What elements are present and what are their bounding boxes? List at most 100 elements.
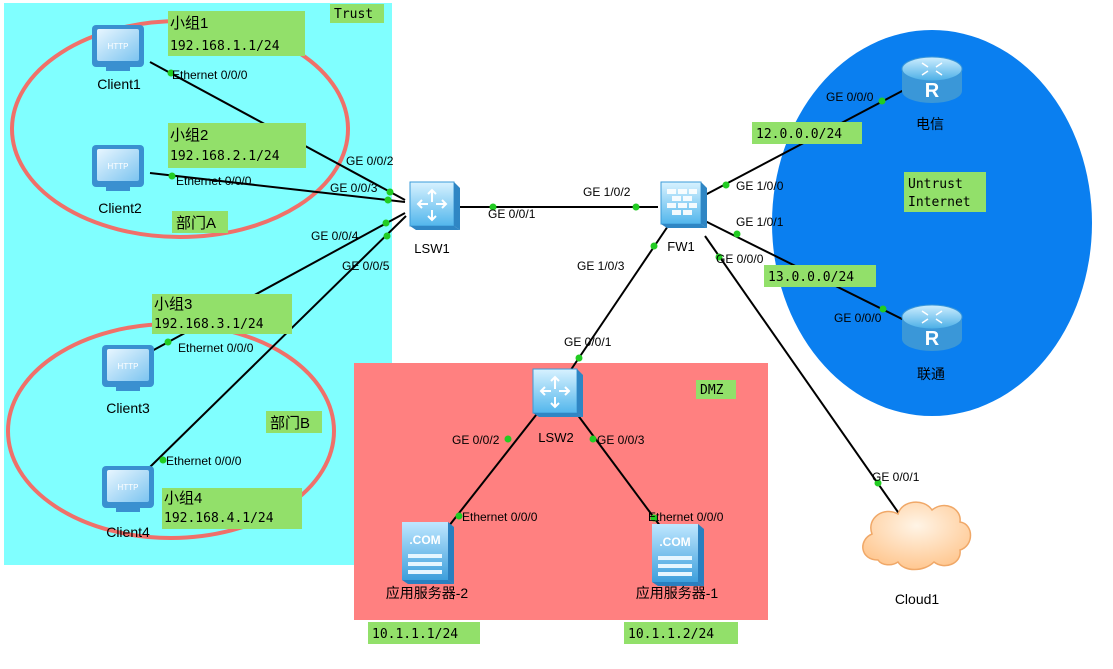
router-icon: R <box>901 56 963 103</box>
department-b-label: 部门B <box>266 411 322 433</box>
port-label: GE 1/0/2 <box>583 185 631 199</box>
port-dot <box>632 203 640 211</box>
port-label: Ethernet 0/0/0 <box>176 174 252 188</box>
device-label: LSW2 <box>538 430 573 445</box>
svg-text:小组3: 小组3 <box>154 296 192 313</box>
dmz-zone-label: DMZ <box>696 380 736 399</box>
link-client2-lsw1 <box>149 172 406 203</box>
port-dot <box>722 181 730 189</box>
fw1-node[interactable]: FW1 <box>660 181 707 254</box>
port-dot <box>575 354 583 362</box>
port-label: GE 0/0/2 <box>346 154 394 168</box>
server-icon: .COM <box>652 524 704 586</box>
svg-text:13.0.0.0/24: 13.0.0.0/24 <box>768 270 854 285</box>
svg-text:12.0.0.0/24: 12.0.0.0/24 <box>756 127 842 142</box>
port-label: GE 0/0/1 <box>564 335 612 349</box>
server2-network-label: 10.1.1.1/24 <box>368 622 480 644</box>
device-label: 电信 <box>916 116 944 132</box>
svg-text:10.1.1.1/24: 10.1.1.1/24 <box>372 627 458 642</box>
firewall-icon <box>660 181 707 228</box>
svg-text:Untrust: Untrust <box>908 177 963 192</box>
switch-icon <box>409 181 460 230</box>
lsw1-node[interactable]: LSW1 <box>409 181 460 256</box>
unicom-router-node[interactable]: R 联通 <box>901 304 963 382</box>
port-dot <box>715 253 723 261</box>
server1-network-label: 10.1.1.2/24 <box>624 622 738 644</box>
svg-text:小组1: 小组1 <box>170 15 208 32</box>
port-label: GE 0/0/3 <box>330 181 378 195</box>
svg-text:10.1.1.2/24: 10.1.1.2/24 <box>628 627 714 642</box>
server-icon: .COM <box>402 522 454 584</box>
port-dot <box>879 305 887 313</box>
group2-label: 小组2 192.168.2.1/24 <box>168 123 306 168</box>
client1-node[interactable]: HTTP Client1 <box>92 25 144 92</box>
port-dot <box>489 203 497 211</box>
port-dot <box>159 456 167 464</box>
client4-node[interactable]: HTTP Client4 <box>102 466 154 540</box>
group3-label: 小组3 192.168.3.1/24 <box>152 294 292 334</box>
port-label: GE 1/0/3 <box>577 259 625 273</box>
cloud1-node[interactable]: Cloud1 <box>862 501 972 607</box>
port-label: Ethernet 0/0/0 <box>166 454 242 468</box>
svg-text:DMZ: DMZ <box>700 383 724 398</box>
svg-text:.COM: .COM <box>409 533 440 547</box>
port-label: GE 0/0/3 <box>597 433 645 447</box>
svg-text:.COM: .COM <box>659 535 690 549</box>
port-label: GE 1/0/1 <box>736 215 784 229</box>
port-label: GE 0/0/2 <box>452 433 500 447</box>
svg-text:小组4: 小组4 <box>164 490 202 507</box>
client-pc-icon: HTTP <box>102 345 154 391</box>
svg-text:Trust: Trust <box>334 7 373 22</box>
port-dot <box>733 230 741 238</box>
server1-node[interactable]: .COM 应用服务器-1 <box>636 524 719 601</box>
svg-text:192.168.4.1/24: 192.168.4.1/24 <box>164 511 274 526</box>
device-label: Cloud1 <box>895 591 940 607</box>
svg-text:192.168.1.1/24: 192.168.1.1/24 <box>170 39 280 54</box>
port-dot <box>386 188 394 196</box>
client-pc-icon: HTTP <box>92 25 144 71</box>
device-label: Client2 <box>98 200 142 216</box>
port-dot <box>382 219 390 227</box>
port-label: GE 0/0/4 <box>311 229 359 243</box>
department-a-label: 部门A <box>172 211 228 233</box>
link-fw1-cloud <box>704 235 901 516</box>
svg-text:HTTP: HTTP <box>108 162 129 171</box>
client-pc-icon: HTTP <box>102 466 154 512</box>
device-label: Client1 <box>97 76 141 92</box>
port-dot <box>164 338 172 346</box>
cloud-icon <box>862 501 972 571</box>
port-dot <box>455 512 463 520</box>
device-label: FW1 <box>667 239 694 254</box>
server2-node[interactable]: .COM 应用服务器-2 <box>386 522 469 601</box>
telecom-router-node[interactable]: R 电信 <box>901 56 963 132</box>
device-label: 应用服务器-2 <box>386 585 469 601</box>
group1-label: 小组1 192.168.1.1/24 <box>168 11 305 56</box>
device-label: Client3 <box>106 400 150 416</box>
port-label: Ethernet 0/0/0 <box>462 510 538 524</box>
switch-icon <box>532 368 583 417</box>
port-dot <box>878 97 886 105</box>
client2-node[interactable]: HTTP Client2 <box>92 145 144 216</box>
lsw2-node[interactable]: LSW2 <box>532 368 583 445</box>
svg-text:部门B: 部门B <box>270 415 310 432</box>
client-pc-icon: HTTP <box>92 145 144 191</box>
svg-text:R: R <box>925 328 940 350</box>
port-dot <box>650 514 658 522</box>
telecom-network-label: 12.0.0.0/24 <box>752 122 862 144</box>
client3-node[interactable]: HTTP Client3 <box>102 345 154 416</box>
svg-text:小组2: 小组2 <box>170 127 208 144</box>
unicom-network-label: 13.0.0.0/24 <box>764 265 876 287</box>
port-dot <box>589 435 597 443</box>
untrust-zone-label: Untrust Internet <box>904 172 986 212</box>
port-dot <box>168 172 176 180</box>
group4-label: 小组4 192.168.4.1/24 <box>162 488 302 529</box>
port-label: GE 0/0/1 <box>488 207 536 221</box>
svg-text:HTTP: HTTP <box>108 42 129 51</box>
device-label: Client4 <box>106 524 150 540</box>
port-dot <box>167 69 175 77</box>
router-icon: R <box>901 304 963 351</box>
device-label: 应用服务器-1 <box>636 585 719 601</box>
port-dot <box>504 435 512 443</box>
link-client4-lsw1 <box>149 215 407 468</box>
